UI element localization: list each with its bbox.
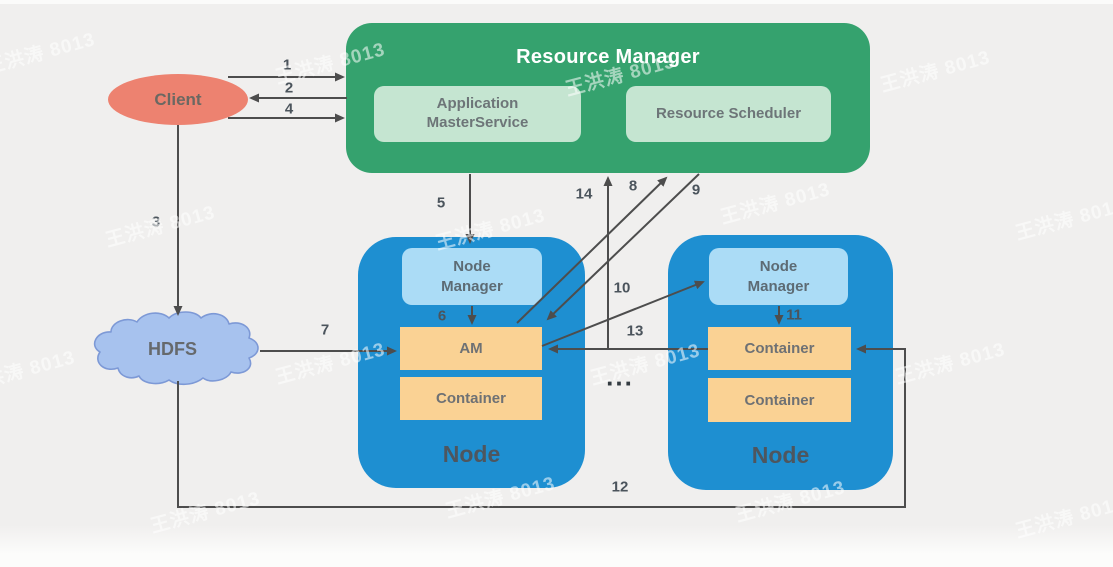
node1-node-manager-box: Node Manager [402, 248, 542, 305]
bottom-margin [0, 525, 1113, 567]
resource-manager-title: Resource Manager [516, 46, 700, 68]
node2-node-manager-box: Node Manager [709, 248, 848, 305]
node2-container2-box: Container [708, 378, 851, 422]
application-master-service-box: Application MasterService [374, 86, 581, 142]
node1-label: Node [442, 441, 501, 467]
node1-am-box: AM [400, 327, 542, 370]
node2-label: Node [751, 442, 810, 468]
node2-container1-box: Container [708, 327, 851, 370]
resource-scheduler-box: Resource Scheduler [626, 86, 831, 142]
client-ellipse: Client [108, 74, 248, 125]
node1-container-box: Container [400, 377, 542, 420]
top-margin [0, 0, 1113, 4]
